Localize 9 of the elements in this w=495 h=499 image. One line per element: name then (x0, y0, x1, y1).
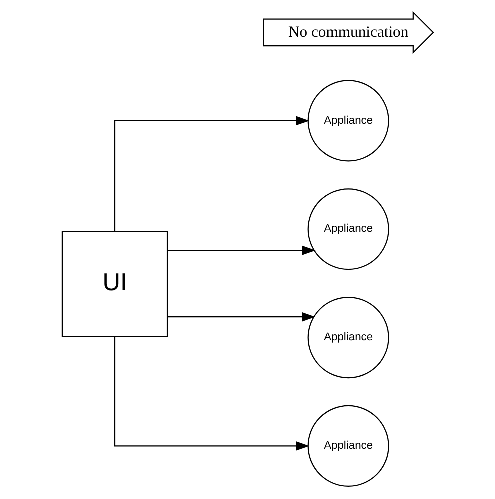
arrow (114, 336, 310, 451)
node-circle: Appliance (307, 188, 389, 270)
node-box: UI (61, 231, 168, 338)
node-circle: Appliance (307, 80, 389, 162)
arrow (167, 246, 316, 256)
node-circle: Appliance (307, 297, 389, 379)
arrow (167, 312, 315, 322)
arrow (114, 116, 310, 232)
node-circle: Appliance (307, 405, 389, 487)
